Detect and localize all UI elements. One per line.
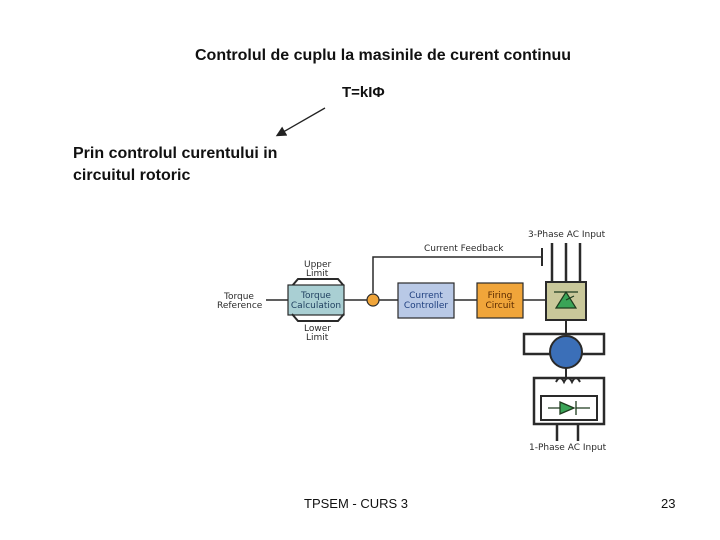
torque-formula: T=kIΦ <box>342 84 385 101</box>
footer-course-label: TPSEM - CURS 3 <box>304 496 409 511</box>
upper-limit-label-1: Upper <box>304 260 332 270</box>
upper-limit-bar <box>291 278 345 287</box>
bullet-text: Prin controlul curentului in circuitul r… <box>73 145 278 184</box>
lower-limit-label-2: Limit <box>306 333 329 343</box>
lower-limit-bar <box>291 313 345 322</box>
torque-calculation-block <box>287 284 345 316</box>
dc-motor <box>549 335 583 369</box>
field-circuit-frame <box>532 376 606 426</box>
lower-limit-label-1: Lower <box>304 324 331 334</box>
firing-circuit-label-2: Circuit <box>486 301 515 311</box>
rectifier-thyristor-icon <box>554 290 578 309</box>
firing-circuit-label-1: Firing <box>488 291 513 301</box>
torque-calculation-label-2: Calculation <box>291 301 341 311</box>
current-controller-label-2: Controller <box>404 301 449 311</box>
pointer-arrow <box>275 107 326 137</box>
current-feedback-label: Current Feedback <box>424 244 504 254</box>
three-phase-rectifier <box>545 281 587 321</box>
three-phase-input-label: 3-Phase AC Input <box>528 230 606 240</box>
current-controller-label-1: Current <box>409 291 443 301</box>
current-feedback-line <box>372 256 542 293</box>
field-coil-icon <box>555 377 581 385</box>
torque-reference-label-1: Torque <box>223 292 254 302</box>
current-controller-block <box>397 282 455 319</box>
single-phase-rectifier <box>540 395 598 421</box>
single-phase-input-label: 1-Phase AC Input <box>529 443 607 453</box>
torque-calculation-label-1: Torque <box>300 291 331 301</box>
single-phase-thyristor-icon <box>548 401 590 415</box>
page-number: 23 <box>661 496 676 511</box>
torque-reference-label-2: Reference <box>217 301 263 311</box>
upper-limit-label-2: Limit <box>306 269 329 279</box>
slide-title: Controlul de cuplu la masinile de curent… <box>194 47 572 64</box>
summing-junction <box>366 293 380 307</box>
firing-circuit-block <box>476 282 524 319</box>
